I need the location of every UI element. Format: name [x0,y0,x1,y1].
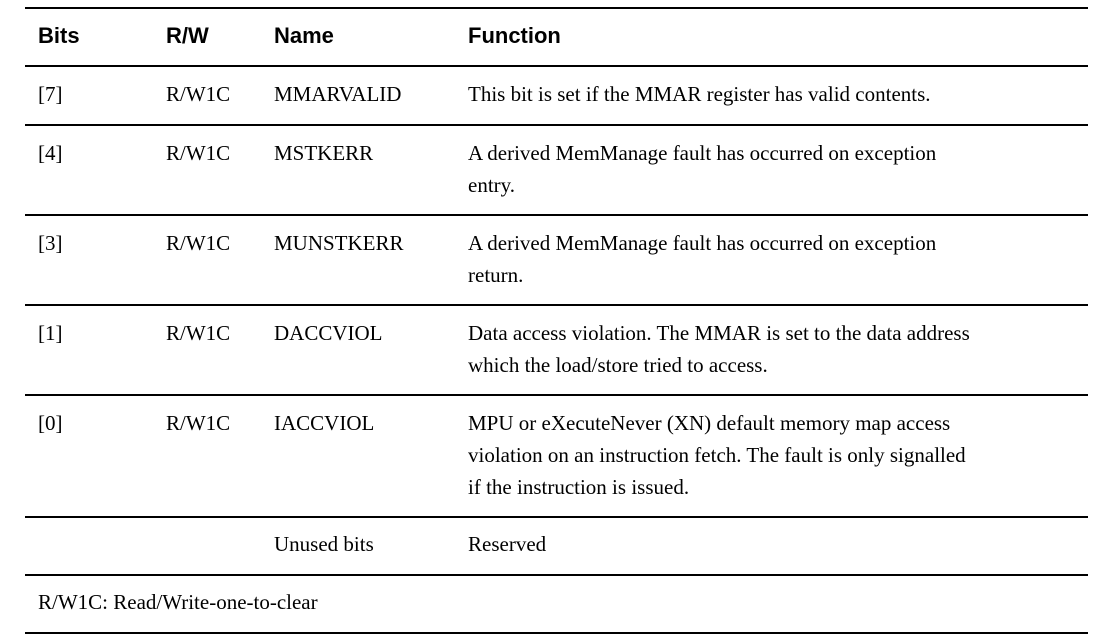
table-row: [4] R/W1C MSTKERR A derived MemManage fa… [25,125,1088,216]
cell-function-line: if the instruction is issued. [468,475,690,499]
cell-function-line: Data access violation. The MMAR is set t… [468,321,970,345]
cell-name: MSTKERR [261,125,455,216]
cell-function-line: This bit is set if the MMAR register has… [468,82,931,106]
table-footnote: R/W1C: Read/Write-one-to-clear [25,575,1088,634]
cell-function: A derived MemManage fault has occurred o… [455,125,1088,216]
cell-rw: R/W1C [153,66,261,126]
cell-function: A derived MemManage fault has occurred o… [455,215,1088,306]
cell-bits: [3] [25,215,153,306]
cell-function-line: A derived MemManage fault has occurred o… [468,141,937,165]
cell-function-line: entry. [468,173,516,197]
document-page: Bits R/W Name Function [7] R/W1C MMARVAL… [25,7,1088,634]
cell-function: Data access violation. The MMAR is set t… [455,305,1088,396]
table-row: [7] R/W1C MMARVALID This bit is set if t… [25,66,1088,126]
table-row: [1] R/W1C DACCVIOL Data access violation… [25,305,1088,396]
column-header-bits: Bits [25,7,153,67]
cell-function-line: A derived MemManage fault has occurred o… [468,231,937,255]
table-header: Bits R/W Name Function [25,7,1088,67]
cell-function-line: violation on an instruction fetch. The f… [468,443,966,467]
column-header-name: Name [261,7,455,67]
cell-function-line: Reserved [468,532,547,556]
cell-name: DACCVIOL [261,305,455,396]
table-body: [7] R/W1C MMARVALID This bit is set if t… [25,66,1088,634]
cell-function-line: return. [468,263,524,287]
cell-function-line: MPU or eXecuteNever (XN) default memory … [468,411,951,435]
cell-bits: [7] [25,66,153,126]
cell-bits: [4] [25,125,153,216]
cell-rw [153,517,261,576]
cell-function: This bit is set if the MMAR register has… [455,66,1088,126]
cell-rw: R/W1C [153,215,261,306]
cell-rw: R/W1C [153,395,261,518]
cell-function-line: which the load/store tried to access. [468,353,768,377]
cell-bits: [1] [25,305,153,396]
cell-name: MMARVALID [261,66,455,126]
column-header-function: Function [455,7,1088,67]
cell-function: Reserved [455,517,1088,576]
table-footnote-row: R/W1C: Read/Write-one-to-clear [25,575,1088,634]
table-row: [0] R/W1C IACCVIOL MPU or eXecuteNever (… [25,395,1088,518]
cell-name: IACCVIOL [261,395,455,518]
table-row: [3] R/W1C MUNSTKERR A derived MemManage … [25,215,1088,306]
cell-name: Unused bits [261,517,455,576]
cell-bits [25,517,153,576]
column-header-rw: R/W [153,7,261,67]
cell-bits: [0] [25,395,153,518]
table-header-row: Bits R/W Name Function [25,7,1088,67]
cell-rw: R/W1C [153,125,261,216]
cell-function: MPU or eXecuteNever (XN) default memory … [455,395,1088,518]
cell-name: MUNSTKERR [261,215,455,306]
register-bit-field-table: Bits R/W Name Function [7] R/W1C MMARVAL… [25,7,1088,634]
table-row: Unused bits Reserved [25,517,1088,576]
cell-rw: R/W1C [153,305,261,396]
